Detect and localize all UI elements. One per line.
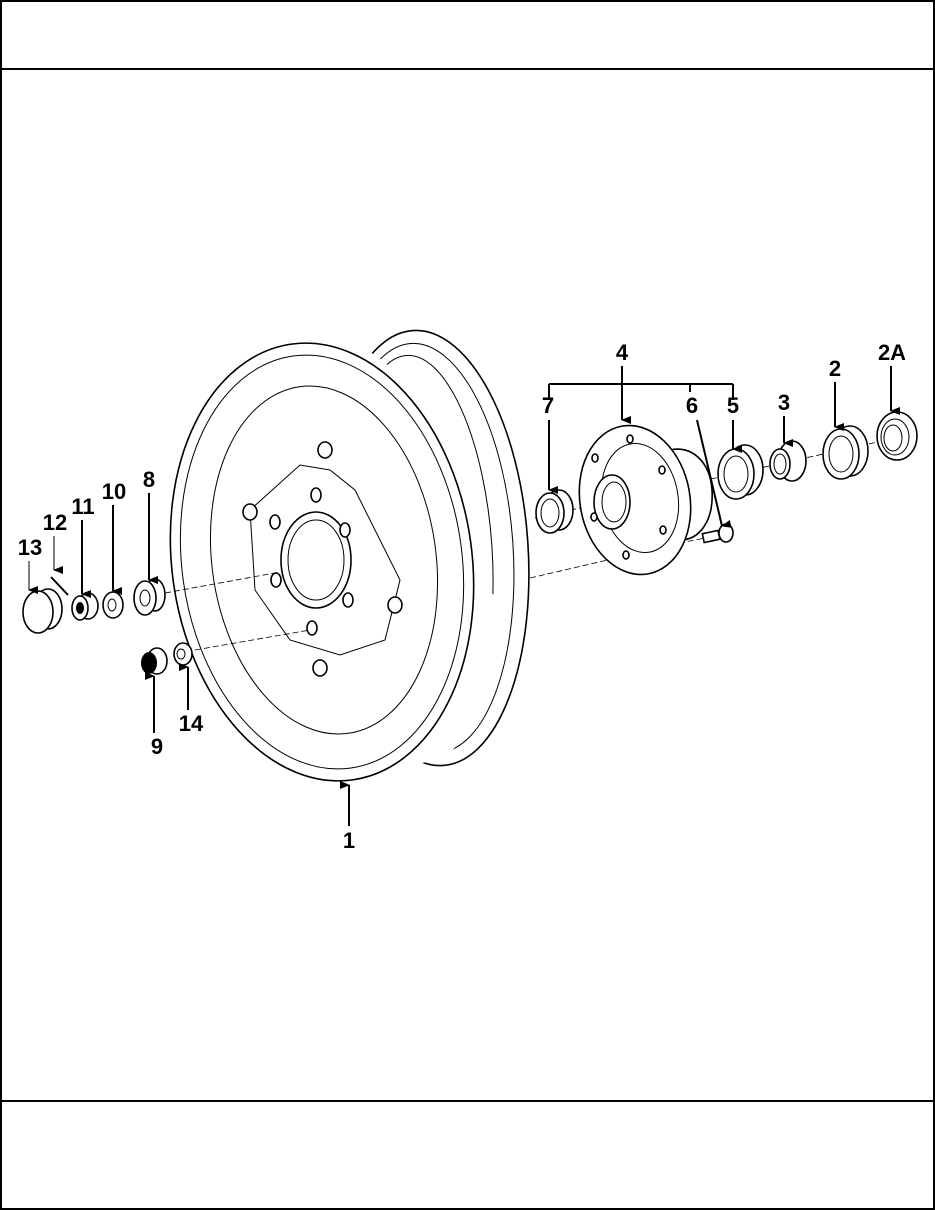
callout-8: 8 — [143, 467, 155, 492]
callout-3: 3 — [778, 390, 790, 415]
wheel-nut — [141, 647, 168, 675]
callout-6: 6 — [686, 393, 698, 418]
footer-divider — [0, 1100, 935, 1102]
bearing-cup-small — [535, 489, 574, 534]
callout-5: 5 — [727, 393, 739, 418]
hub-cap — [22, 588, 63, 634]
callout-14: 14 — [179, 711, 204, 736]
castle-nut — [71, 592, 99, 621]
callout-2a: 2A — [878, 340, 906, 365]
lock-washer — [173, 642, 193, 666]
bearing-cone — [769, 440, 807, 482]
callout-7: 7 — [542, 393, 554, 418]
outer-bearing — [133, 578, 166, 616]
callout-10: 10 — [102, 479, 126, 504]
callout-9: 9 — [151, 734, 163, 759]
wheel-bolt-holes — [242, 441, 403, 677]
washer — [102, 591, 124, 619]
centerline — [194, 629, 311, 651]
callout-1: 1 — [343, 828, 355, 853]
callout-12: 12 — [43, 510, 67, 535]
hub — [578, 424, 713, 576]
centerline — [164, 571, 281, 594]
callout-13: 13 — [18, 535, 42, 560]
header-divider — [0, 68, 935, 70]
callout-4: 4 — [616, 340, 629, 365]
wheel-stud — [701, 523, 734, 544]
callout-2: 2 — [829, 356, 841, 381]
grease-seal — [876, 411, 918, 461]
bearing-cup-outer — [822, 425, 869, 480]
wheel-rim — [169, 328, 530, 788]
leader-lines — [28, 366, 900, 826]
cotter-pin — [50, 576, 69, 596]
callout-11: 11 — [71, 494, 94, 519]
bearing-cup-inner — [717, 444, 764, 500]
